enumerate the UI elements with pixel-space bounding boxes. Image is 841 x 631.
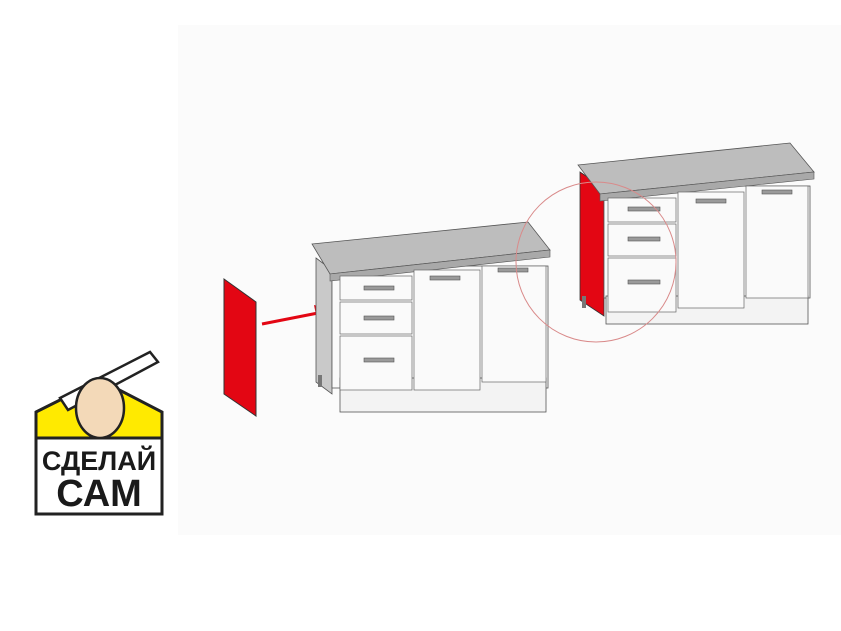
screwdriver-icon	[58, 350, 160, 440]
logo: СДЕЛАЙ САМ	[34, 350, 164, 516]
logo-line2: САМ	[56, 473, 142, 515]
highlight-circle	[515, 181, 677, 343]
cabinet-after	[515, 142, 815, 343]
logo-line1: СДЕЛАЙ	[42, 445, 156, 476]
cabinet-before	[311, 221, 551, 413]
side-panel	[223, 278, 257, 417]
